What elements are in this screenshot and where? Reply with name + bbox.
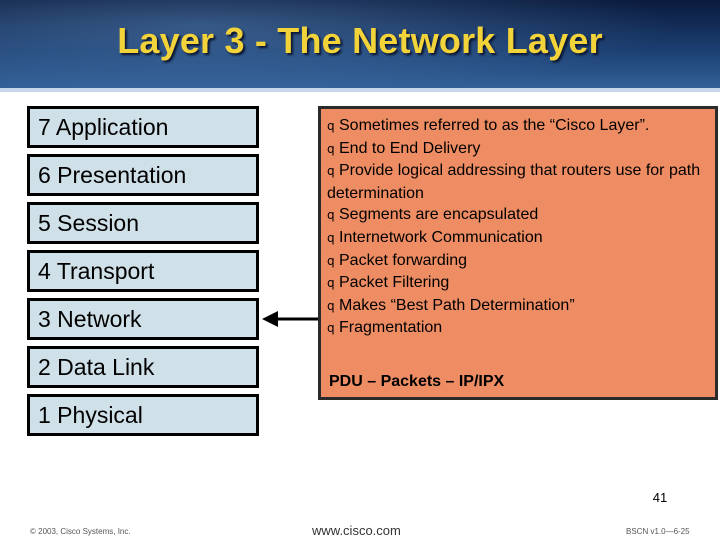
layer-physical: 1 Physical bbox=[27, 394, 259, 436]
bullet-marker: q bbox=[327, 119, 335, 133]
layer-presentation: 6 Presentation bbox=[27, 154, 259, 196]
bullet-marker: q bbox=[327, 230, 335, 245]
layer-data-link: 2 Data Link bbox=[27, 346, 259, 388]
layer-network: 3 Network bbox=[27, 298, 259, 340]
left-arrow-icon bbox=[262, 311, 320, 327]
osi-layer-stack: 7 Application 6 Presentation 5 Session 4… bbox=[27, 106, 259, 442]
bullet-marker: q bbox=[327, 276, 335, 291]
bullet-marker: q bbox=[327, 253, 335, 268]
bullet-marker: q bbox=[327, 298, 335, 313]
bullet-marker: q bbox=[327, 208, 335, 223]
title-banner: Layer 3 - The Network Layer bbox=[0, 0, 720, 92]
bullet-marker: q bbox=[327, 141, 335, 156]
pdu-caption: PDU – Packets – IP/IPX bbox=[329, 373, 505, 390]
copyright-text: © 2003, Cisco Systems, Inc. bbox=[30, 527, 131, 536]
course-code: BSCN v1.0—6-25 bbox=[626, 527, 690, 536]
slide-title: Layer 3 - The Network Layer bbox=[117, 20, 603, 61]
page-number: 41 bbox=[652, 490, 668, 505]
bullet-marker: q bbox=[327, 164, 335, 179]
layer-application: 7 Application bbox=[27, 106, 259, 148]
layer-transport: 4 Transport bbox=[27, 250, 259, 292]
layer-session: 5 Session bbox=[27, 202, 259, 244]
bullet-marker: q bbox=[327, 321, 335, 336]
website-link[interactable]: www.cisco.com bbox=[312, 523, 401, 538]
